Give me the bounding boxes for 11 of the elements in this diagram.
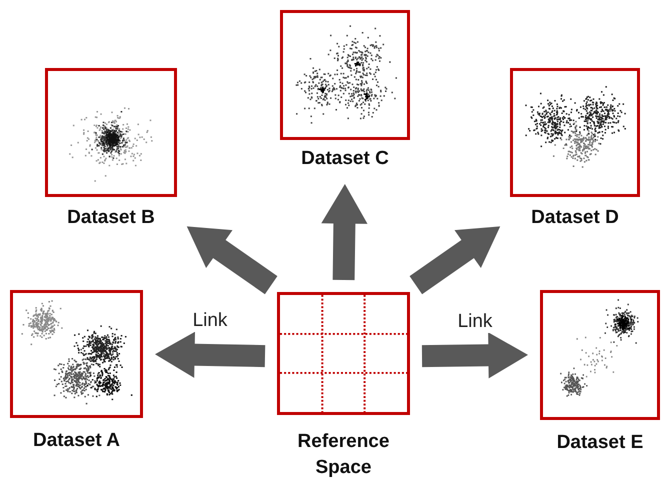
block-arrow	[321, 184, 368, 280]
node-caption: Dataset D	[531, 206, 619, 230]
block-arrow	[155, 332, 266, 378]
node-caption: Dataset B	[67, 206, 155, 230]
block-arrow	[186, 226, 278, 294]
node-caption: Dataset A	[33, 429, 120, 453]
node-caption: Dataset E	[556, 431, 644, 455]
block-arrow	[422, 332, 528, 378]
node-caption: Reference Space	[296, 430, 390, 480]
block-arrow	[410, 226, 500, 294]
node-caption: Dataset C	[301, 147, 389, 171]
